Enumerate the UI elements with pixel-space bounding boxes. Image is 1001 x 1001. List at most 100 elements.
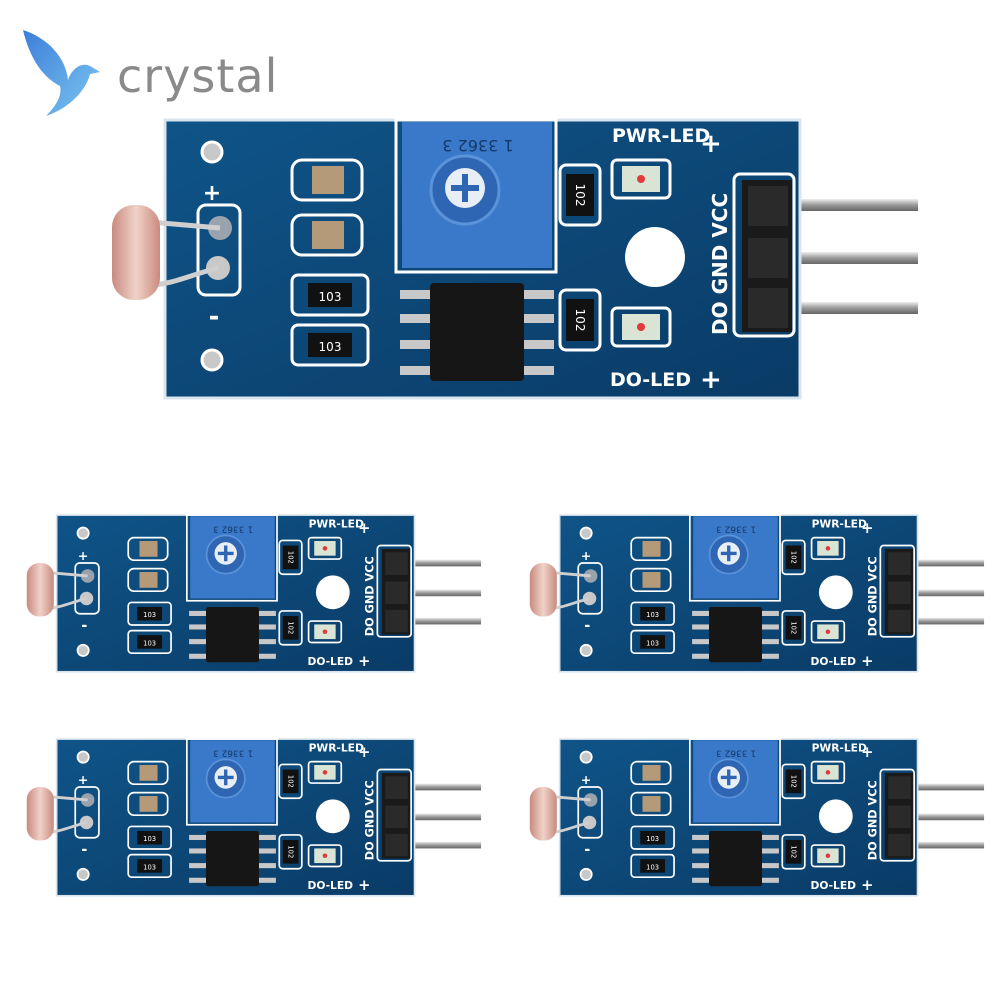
svg-text:102: 102 [286,775,294,788]
resistors-103: 103 103 [290,273,370,367]
capacitors [127,760,169,817]
svg-text:+: + [581,772,591,787]
photoresistor [529,787,591,841]
capacitors [630,760,672,817]
pin-header [376,768,413,862]
svg-text:+: + [203,181,221,206]
leds [307,760,343,868]
svg-text:+: + [700,365,722,395]
svg-text:103: 103 [646,639,659,647]
bird-logo-icon [23,30,100,116]
pin-header [732,172,796,338]
svg-text:+: + [358,877,370,894]
svg-text:102: 102 [789,775,797,788]
capacitors [127,536,169,593]
sensor-board-large: + - 103 103 1 3362 3 [100,115,925,405]
svg-text:102: 102 [789,845,797,858]
sensor-board: + - 103 103 1 3362 3 [112,118,918,400]
svg-text:-: - [81,618,87,635]
photoresistor [26,787,88,841]
sensor-board: + - 103 103 1 3362 3 [26,514,482,673]
pin-header [879,768,916,862]
sensor-board: + - 103 103 1 3362 3 [26,738,482,897]
svg-text:DO GND VCC: DO GND VCC [866,780,879,860]
svg-text:DO-LED: DO-LED [810,879,856,892]
potentiometer: 1 3362 3 [688,514,781,602]
svg-text:PWR-LED: PWR-LED [612,125,710,147]
svg-text:103: 103 [319,340,342,354]
svg-text:+: + [358,653,370,670]
svg-text:+: + [861,520,873,537]
mounting-hole [818,799,853,834]
pin-header [879,544,916,638]
resistors-102: 102 102 [278,763,303,870]
comparator-chip [400,283,554,381]
comparator-chip [692,606,779,663]
svg-text:+: + [78,548,88,563]
resistors-103: 103 103 [630,825,675,879]
svg-text:-: - [584,618,590,635]
header-pins [911,559,985,625]
header-pins [911,783,985,849]
potentiometer: 1 3362 3 [185,514,278,602]
potentiometer: 1 3362 3 [688,738,781,826]
capacitors [630,536,672,593]
svg-text:103: 103 [143,639,156,647]
sensor-board-small-3: + - 103 103 1 3362 3 [20,736,485,900]
svg-text:102: 102 [286,551,294,564]
svg-text:-: - [81,842,87,859]
svg-text:DO GND VCC: DO GND VCC [363,556,376,636]
svg-text:1 3362 3: 1 3362 3 [442,136,513,155]
comparator-chip [692,830,779,887]
resistors-103: 103 103 [127,601,172,655]
svg-text:+: + [581,548,591,563]
svg-text:+: + [358,744,370,761]
svg-text:102: 102 [573,184,587,207]
svg-text:PWR-LED: PWR-LED [812,741,867,754]
potentiometer: 1 3362 3 [185,738,278,826]
photoresistor [529,563,591,617]
svg-text:102: 102 [286,621,294,634]
svg-text:+: + [861,653,873,670]
svg-text:DO GND VCC: DO GND VCC [363,780,376,860]
header-pins [790,199,918,314]
svg-text:102: 102 [789,551,797,564]
sensor-board: + - 103 103 1 3362 3 [529,514,985,673]
sensor-board-small-2: + - 103 103 1 3362 3 [523,512,988,676]
svg-text:+: + [861,877,873,894]
svg-text:1 3362 3: 1 3362 3 [213,523,253,533]
resistors-103: 103 103 [127,825,172,879]
leds [610,158,672,348]
svg-text:DO-LED: DO-LED [810,655,856,668]
leds [307,536,343,644]
pin-header [376,544,413,638]
mounting-hole [625,227,685,287]
sensor-board: + - 103 103 1 3362 3 [529,738,985,897]
svg-text:1 3362 3: 1 3362 3 [716,747,756,757]
svg-text:103: 103 [646,835,659,843]
svg-text:-: - [209,302,220,332]
brand-name: crystal [117,48,279,103]
svg-text:103: 103 [319,290,342,304]
svg-text:PWR-LED: PWR-LED [309,741,364,754]
leds [810,536,846,644]
photoresistor [26,563,88,617]
header-pins [408,559,482,625]
comparator-chip [189,830,276,887]
svg-text:103: 103 [646,611,659,619]
svg-text:103: 103 [143,863,156,871]
svg-text:DO-LED: DO-LED [307,879,353,892]
resistors-102: 102 102 [781,763,806,870]
brand-logo: crystal [18,28,278,123]
svg-text:102: 102 [789,621,797,634]
svg-text:103: 103 [143,611,156,619]
svg-text:+: + [861,744,873,761]
svg-text:PWR-LED: PWR-LED [309,517,364,530]
resistors-103: 103 103 [630,601,675,655]
photoresistor [112,205,221,300]
svg-text:+: + [358,520,370,537]
svg-text:+: + [78,772,88,787]
resistors-102: 102 102 [781,539,806,646]
mounting-hole [315,575,350,610]
sensor-board-small-4: + - 103 103 1 3362 3 [523,736,988,900]
